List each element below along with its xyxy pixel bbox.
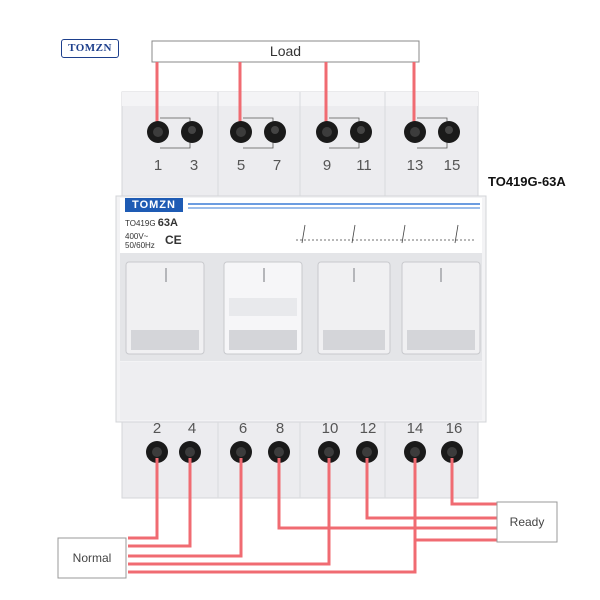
terminal-label-13: 13 — [406, 157, 424, 174]
handle-1[interactable] — [125, 261, 205, 355]
top-screws — [147, 121, 460, 143]
ready-wires — [277, 458, 497, 542]
terminal-label-9: 9 — [322, 157, 332, 174]
terminal-label-3: 3 — [189, 157, 199, 174]
brand-logo: TOMZN — [61, 39, 119, 58]
voltage-text: 400V~ — [125, 232, 149, 241]
terminal-label-12: 12 — [359, 420, 377, 437]
terminal-label-16: 16 — [445, 420, 463, 437]
terminal-label-14: 14 — [406, 420, 424, 437]
load-box — [151, 40, 420, 63]
terminal-label-4: 4 — [187, 420, 197, 437]
normal-label: Normal — [72, 551, 112, 565]
handle-2[interactable] — [223, 261, 303, 355]
terminal-label-1: 1 — [153, 157, 163, 174]
handle-3[interactable] — [317, 261, 391, 355]
model-label: TO419G-63A — [488, 174, 566, 189]
terminal-label-6: 6 — [238, 420, 248, 437]
ce-mark: CE — [165, 233, 182, 247]
terminal-label-15: 15 — [443, 157, 461, 174]
model-code: TO419G 63A — [125, 217, 178, 229]
terminal-label-10: 10 — [321, 420, 339, 437]
ready-label: Ready — [509, 515, 545, 529]
load-label: Load — [269, 43, 302, 59]
rating-text: 63A — [157, 217, 178, 229]
body-lower-panel — [120, 362, 482, 420]
terminal-label-8: 8 — [275, 420, 285, 437]
load-wires — [155, 62, 416, 128]
terminal-label-5: 5 — [236, 157, 246, 174]
terminal-label-7: 7 — [272, 157, 282, 174]
model-code-text: TO419G — [125, 219, 156, 228]
ready-box — [496, 501, 558, 543]
contact-schematic — [296, 224, 475, 244]
handle-4[interactable] — [401, 261, 481, 355]
terminal-label-11: 11 — [356, 157, 372, 174]
normal-box — [57, 537, 127, 579]
bottom-screws — [146, 441, 463, 463]
normal-wires — [128, 458, 417, 574]
terminal-label-2: 2 — [152, 420, 162, 437]
frequency-text: 50/60Hz — [125, 241, 155, 250]
plate-brand: TOMZN — [125, 198, 183, 212]
